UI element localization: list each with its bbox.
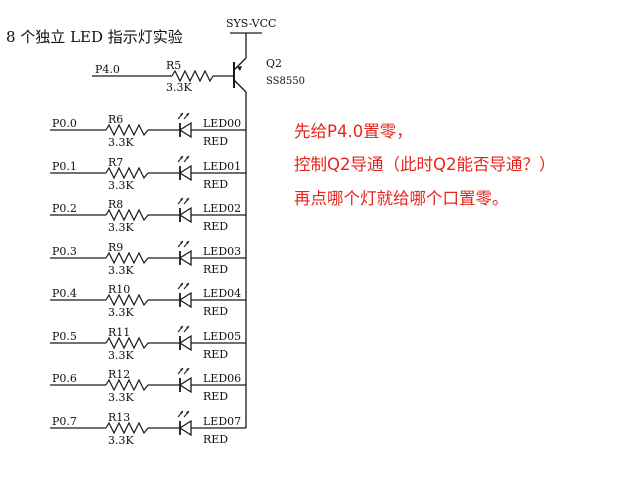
led-ref: LED00 — [203, 117, 241, 130]
annotation-line-2: 控制Q2导通（此时Q2能否导通？） — [294, 155, 555, 174]
resistor-ref: R8 — [108, 198, 123, 211]
net-label: P0.2 — [52, 202, 77, 215]
base-net-label: P4.0 — [95, 63, 120, 76]
resistor-ref: R13 — [108, 411, 130, 424]
resistor-symbol — [105, 123, 149, 137]
led-ref: LED04 — [203, 287, 241, 300]
led-light-arrowhead — [180, 113, 183, 116]
led-light-arrowhead — [180, 283, 183, 286]
led-light-arrowhead — [186, 198, 189, 201]
annotation-line-3: 再点哪个灯就给哪个口置零。 — [294, 189, 509, 208]
led-light-arrowhead — [186, 113, 189, 116]
led-color: RED — [203, 433, 228, 446]
led-ref: LED01 — [203, 160, 241, 173]
led-color: RED — [203, 390, 228, 403]
resistor-ref: R10 — [108, 283, 130, 296]
led-ref: LED02 — [203, 202, 241, 215]
led-light-arrowhead — [180, 241, 183, 244]
led-color: RED — [203, 305, 228, 318]
resistor-ref: R12 — [108, 368, 130, 381]
annotation-line-1: 先给P4.0置零， — [294, 122, 413, 141]
net-label: P0.5 — [52, 330, 77, 343]
resistor-symbol — [105, 293, 149, 307]
resistor-symbol — [105, 208, 149, 222]
transistor-ref: Q2 — [266, 57, 282, 70]
resistor-value: 3.3K — [108, 349, 134, 362]
resistor-ref: R7 — [108, 156, 123, 169]
resistor-symbol — [105, 421, 149, 435]
resistor-ref: R11 — [108, 326, 130, 339]
transistor-part: SS8550 — [266, 76, 305, 87]
led-light-arrowhead — [186, 368, 189, 371]
led-color: RED — [203, 348, 228, 361]
resistor-symbol — [105, 336, 149, 350]
resistor-ref: R6 — [108, 113, 123, 126]
led-light-arrowhead — [180, 326, 183, 329]
led-diode-symbol — [178, 376, 192, 394]
resistor-symbol — [105, 251, 149, 265]
base-resistor-symbol — [171, 69, 214, 83]
net-label: P0.7 — [52, 415, 77, 428]
led-light-arrowhead — [186, 411, 189, 414]
net-label: P0.3 — [52, 245, 77, 258]
resistor-value: 3.3K — [108, 179, 134, 192]
net-label: P0.4 — [52, 287, 77, 300]
resistor-ref: R9 — [108, 241, 123, 254]
resistor-value: 3.3K — [108, 221, 134, 234]
resistor-value: 3.3K — [108, 434, 134, 447]
net-label: P0.1 — [52, 160, 77, 173]
pnp-transistor-symbol — [233, 57, 247, 93]
led-light-arrowhead — [180, 411, 183, 414]
net-label: P0.6 — [52, 372, 77, 385]
led-ref: LED03 — [203, 245, 241, 258]
resistor-value: 3.3K — [108, 264, 134, 277]
supply-label: SYS-VCC — [226, 17, 276, 30]
led-light-arrowhead — [186, 283, 189, 286]
led-light-arrowhead — [180, 156, 183, 159]
led-color: RED — [203, 178, 228, 191]
led-diode-symbol — [178, 164, 192, 182]
led-diode-symbol — [178, 206, 192, 224]
led-ref: LED07 — [203, 415, 241, 428]
led-diode-symbol — [178, 334, 192, 352]
led-ref: LED05 — [203, 330, 241, 343]
base-resistor-ref: R5 — [166, 59, 181, 72]
led-color: RED — [203, 220, 228, 233]
led-ref: LED06 — [203, 372, 241, 385]
led-light-arrowhead — [186, 156, 189, 159]
resistor-symbol — [105, 378, 149, 392]
resistor-value: 3.3K — [108, 136, 134, 149]
base-resistor-value: 3.3K — [166, 81, 192, 94]
led-diode-symbol — [178, 249, 192, 267]
led-color: RED — [203, 135, 228, 148]
led-light-arrowhead — [180, 368, 183, 371]
led-light-arrowhead — [180, 198, 183, 201]
resistor-value: 3.3K — [108, 306, 134, 319]
led-light-arrowhead — [186, 241, 189, 244]
led-light-arrowhead — [186, 326, 189, 329]
led-diode-symbol — [178, 121, 192, 139]
net-label: P0.0 — [52, 117, 77, 130]
led-diode-symbol — [178, 291, 192, 309]
annotation: 先给P4.0置零， 控制Q2导通（此时Q2能否导通？） 再点哪个灯就给哪个口置零… — [294, 122, 555, 208]
resistor-value: 3.3K — [108, 391, 134, 404]
led-color: RED — [203, 263, 228, 276]
schematic-title: 8 个独立 LED 指示灯实验 — [6, 28, 183, 46]
led-diode-symbol — [178, 419, 192, 437]
resistor-symbol — [105, 166, 149, 180]
